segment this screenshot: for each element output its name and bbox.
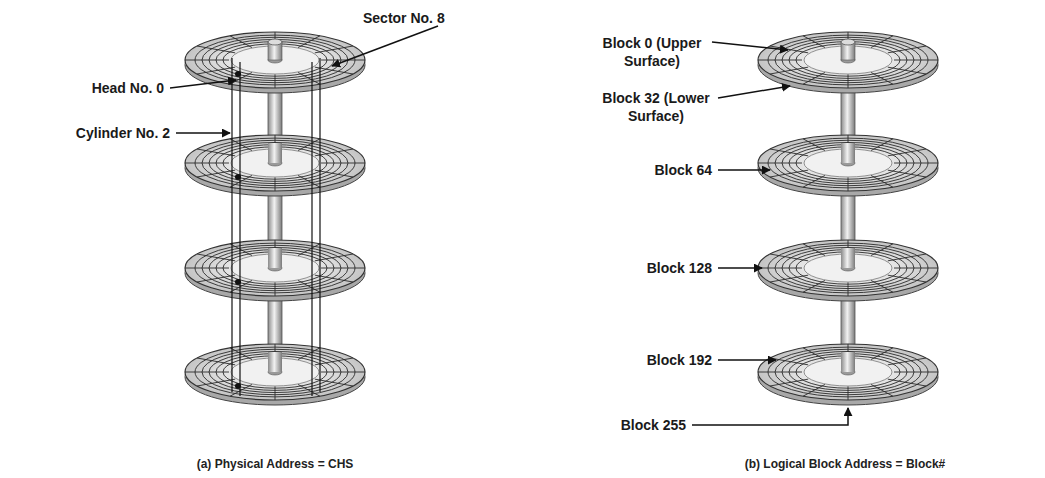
platter (758, 240, 938, 301)
callout-label: Block 32 (Lower Surface) (599, 89, 713, 125)
callout-label: Sector No. 8 (363, 9, 445, 27)
callout-label: Head No. 0 (92, 79, 164, 97)
platter (758, 135, 938, 196)
platter (185, 135, 365, 196)
disk-stack (758, 32, 938, 405)
head-dots (235, 71, 241, 389)
leader-arrows (170, 26, 848, 425)
platter (758, 32, 938, 93)
platter-stacks (185, 32, 938, 405)
callout-label: Block 192 (647, 351, 712, 369)
platter (185, 240, 365, 301)
figure-caption: (b) Logical Block Address = Block# (745, 457, 946, 473)
cylinder-lines (232, 58, 320, 396)
figure-caption: (a) Physical Address = CHS (197, 457, 354, 473)
callout-label: Block 64 (654, 161, 712, 179)
callout-label: Block 255 (621, 416, 686, 434)
callout-label: Cylinder No. 2 (76, 124, 170, 142)
callout-label: Block 0 (Upper Surface) (598, 34, 706, 70)
platter (758, 344, 938, 405)
disk-stack (185, 32, 365, 405)
platter (185, 32, 365, 93)
platter (185, 344, 365, 405)
callout-label: Block 128 (647, 259, 712, 277)
